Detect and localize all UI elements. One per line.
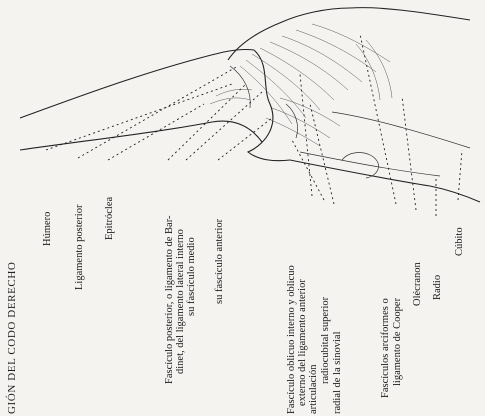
forearm-lower-outline bbox=[290, 160, 480, 202]
label-radio: Radio bbox=[432, 275, 443, 300]
label-fasciculo-posterior-1: Fascículo posterior, o ligamento de Bar- bbox=[164, 215, 175, 384]
joint-upper-outline bbox=[228, 8, 350, 60]
label-fasciculo-anterior: su fascículo anterior bbox=[214, 218, 225, 304]
leader-olecranon bbox=[402, 96, 416, 210]
label-cubito: Cúbito bbox=[454, 227, 465, 256]
label-articulacion: articulación bbox=[308, 364, 319, 414]
label-sinovial: radial de la sinovial bbox=[332, 331, 343, 414]
label-humero: Húmero bbox=[42, 212, 53, 246]
leader-lig-posterior bbox=[78, 66, 238, 158]
leader-fasc-medio bbox=[186, 92, 262, 160]
label-epitroclea: Epitróclea bbox=[104, 197, 115, 240]
label-oblicuo-2: externo del ligamento anterior bbox=[297, 279, 308, 406]
leader-fasc-anterior bbox=[218, 118, 272, 160]
leader-sinovial bbox=[310, 104, 334, 204]
elbow-drawing bbox=[20, 8, 480, 202]
leader-humero bbox=[46, 84, 232, 150]
humerus-lower-outline bbox=[20, 121, 262, 150]
label-arciformes-2: ligamento de Cooper bbox=[392, 297, 403, 386]
label-fasciculo-posterior-2: dinet, del ligamento lateral interno bbox=[175, 229, 186, 374]
leader-radiocubital bbox=[292, 140, 324, 200]
label-oblicuo-1: Fascículo oblicuo interno y oblicuo bbox=[286, 265, 297, 414]
label-olecranon: Olécranon bbox=[412, 262, 423, 306]
leader-lines bbox=[46, 34, 462, 216]
figure-title: GIÓN DEL CODO DERECHO bbox=[6, 262, 18, 414]
ulna-line bbox=[332, 112, 470, 148]
label-radiocubital: radiocubital superior bbox=[320, 296, 331, 384]
label-fasciculo-medio: su fascículo medio bbox=[186, 237, 197, 316]
humerus-upper-outline bbox=[20, 49, 254, 118]
radius-line bbox=[300, 152, 440, 176]
label-arciformes-1: Fascículos arciformes o bbox=[380, 298, 391, 398]
forearm-upper-outline bbox=[350, 8, 470, 20]
label-ligamento-posterior: Ligamento posterior bbox=[74, 204, 85, 290]
leader-cubito bbox=[458, 150, 462, 200]
leader-arciformes bbox=[360, 34, 396, 204]
